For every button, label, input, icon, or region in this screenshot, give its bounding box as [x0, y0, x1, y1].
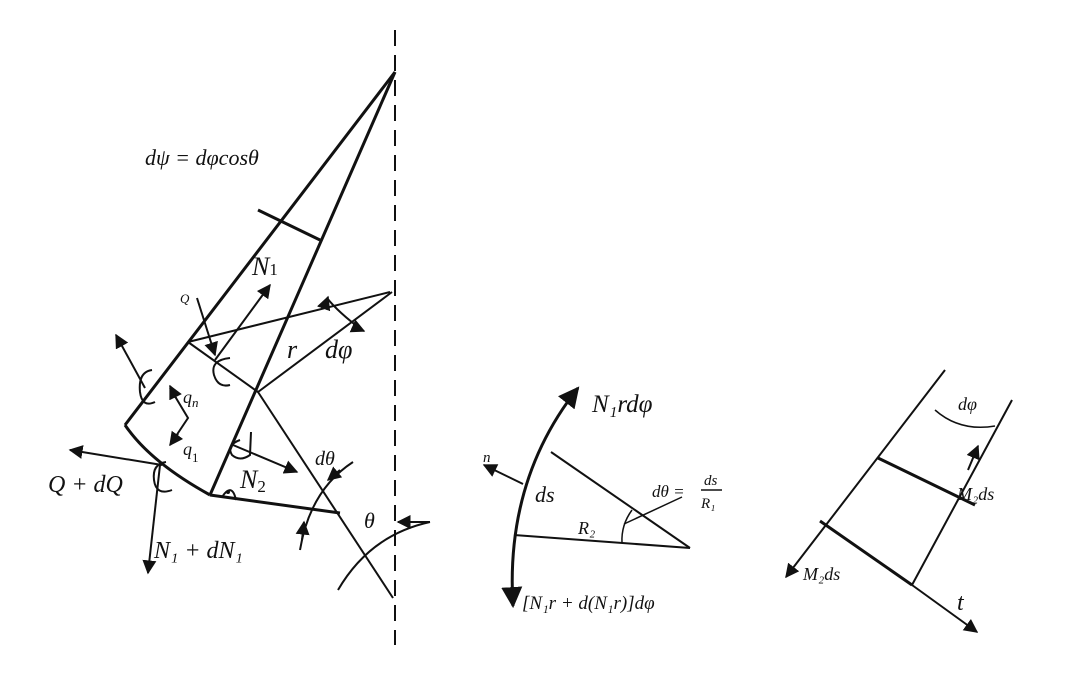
dphi-angle-arc: [934, 409, 996, 429]
QdQ-arrow: [68, 445, 163, 466]
theta-arc: [337, 521, 431, 591]
dtheta-angle-arc: [621, 509, 633, 544]
dtheta-leader: [623, 496, 683, 525]
radius-top: [550, 451, 691, 549]
label-QdQ: Q + dQ: [48, 472, 123, 498]
label-N1rdphi: N₁rdφ: [591, 391, 653, 418]
label-ds: ds: [535, 482, 555, 507]
meridian-arc: [501, 386, 580, 609]
moment-loop-N2: [229, 431, 252, 460]
cone-generator-inner: [208, 71, 397, 496]
element-bottom-arc: [123, 424, 211, 497]
moment-arrow-up: [966, 444, 980, 471]
label-dtheta-num: ds: [704, 473, 718, 489]
label-M2ds-top: M₂ds: [956, 484, 994, 504]
right-meridian-line: [911, 399, 1013, 586]
label-N1: N1: [251, 252, 278, 281]
dtheta-arc: [299, 461, 354, 551]
dtheta-arrow-up: [295, 520, 310, 541]
parallel-circle-line: [187, 291, 391, 343]
cone-cross-line: [257, 208, 321, 242]
label-qn: qn: [183, 387, 199, 410]
label-N2: N2: [239, 465, 266, 496]
label-dphi-right: dφ: [958, 394, 977, 414]
dphi-arrow-b: [349, 319, 366, 333]
tangent-t-arrow: [911, 584, 979, 633]
right-angle-dot: [226, 490, 230, 494]
element-top-thick: [877, 456, 976, 507]
cone-generator-outer: [123, 71, 397, 426]
N1-arrow: [214, 283, 271, 361]
N1dN1-arrow: [142, 464, 161, 575]
label-n: n: [483, 450, 491, 466]
meridian-element-figure: N₁rdφ [N₁r + d(N₁r)]dφ n ds R₂ dθ = ds R…: [482, 386, 722, 614]
label-R2: R₂: [577, 518, 595, 538]
normal-n-arrow: [482, 464, 524, 485]
label-dtheta: dθ: [315, 448, 335, 470]
element-bottom-thick: [819, 519, 913, 587]
label-dphi: dφ: [325, 335, 352, 364]
radius-R2: [513, 534, 691, 549]
N2-arrow: [232, 444, 299, 474]
label-q1: q1: [183, 439, 199, 465]
Q-arrow: [196, 297, 218, 357]
label-t: t: [957, 590, 965, 616]
meridian-normal-line: [257, 391, 394, 599]
moment-loop-bottom: [152, 461, 173, 493]
element-top-edge: [187, 341, 259, 393]
label-bottom-force: [N₁r + d(N₁r)]dφ: [522, 593, 655, 614]
moment-element-figure: dφ M₂ds M₂ds t: [785, 369, 1013, 633]
right-angle-mark: [221, 489, 237, 501]
label-dtheta-den: R₁: [700, 496, 715, 512]
dphi-arrow-a: [317, 295, 331, 312]
dtheta-arrow-down: [326, 466, 343, 481]
q1-arrowhead: [169, 430, 184, 447]
radius-r-line: [257, 291, 393, 393]
left-meridian-line: [785, 369, 946, 579]
element-bottom-line: [209, 493, 341, 515]
label-N1dN1: N₁ + dN₁: [153, 538, 243, 564]
label-dtheta-eq: dθ =: [652, 482, 685, 501]
label-Q: Q: [180, 291, 190, 306]
label-r: r: [287, 335, 298, 364]
moment-loop-left: [138, 369, 156, 405]
label-theta: θ: [364, 508, 375, 533]
moment-loop-top: [212, 357, 231, 387]
formula-dpsi: dψ = dφcosθ: [145, 145, 259, 170]
qn-arrowhead: [169, 384, 182, 401]
label-M2ds-bottom: M₂ds: [802, 564, 840, 584]
cone-element-figure: dψ = dφcosθ N1 Q r dφ qn q1 Q + dQ N2 dθ…: [48, 30, 431, 645]
